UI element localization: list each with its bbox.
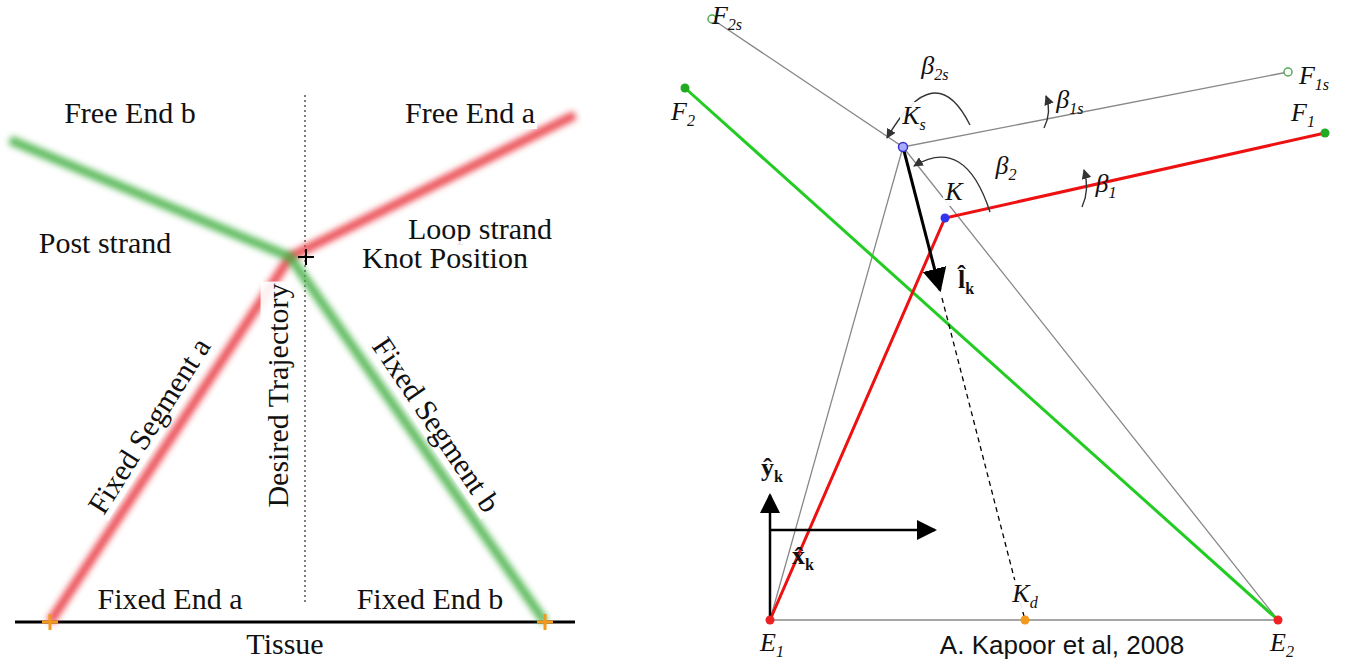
math-symbol: β2 xyxy=(993,152,1018,183)
green-strand xyxy=(685,88,1278,620)
y-axis xyxy=(769,495,772,620)
math-symbol: K xyxy=(943,178,964,207)
math-symbol: β2s xyxy=(921,52,948,83)
dashed-line xyxy=(942,298,1025,620)
math-symbol: E2 xyxy=(1270,629,1294,660)
points xyxy=(681,15,1330,625)
knot-mark xyxy=(298,249,314,265)
math-symbol: β1s xyxy=(1056,86,1083,117)
shifted-lines xyxy=(712,19,1288,620)
text-label: Free End b xyxy=(62,96,198,129)
text-label: Free End a xyxy=(403,96,537,129)
math-symbol: x̂k xyxy=(792,542,814,573)
text-label: Fixed End b xyxy=(355,582,506,615)
text-label: Fixed Segment a xyxy=(80,329,218,520)
text-label: Knot Position xyxy=(360,241,530,274)
math-symbol: F1s xyxy=(1299,62,1329,93)
math-symbol: E1 xyxy=(760,629,784,660)
math-symbol: Ks xyxy=(900,102,928,133)
math-symbol: Kd xyxy=(1010,580,1039,611)
math-symbol: β1 xyxy=(1095,170,1116,201)
trajectory-line xyxy=(304,95,306,605)
math-symbol: l̂k xyxy=(956,266,976,297)
math-symbol: F2 xyxy=(671,98,695,129)
math-symbol: ŷk xyxy=(761,454,783,485)
red-strand xyxy=(770,133,1325,620)
text-label: Fixed End a xyxy=(96,582,245,615)
text-label: Tissue xyxy=(244,627,325,660)
math-symbol: F1 xyxy=(1291,99,1315,130)
tissue-line xyxy=(15,621,575,624)
text-label: A. Kapoor et al, 2008 xyxy=(940,631,1184,660)
text-label: Post strand xyxy=(37,226,174,259)
math-symbol: F2s xyxy=(712,2,742,33)
direction-arrow xyxy=(903,147,940,290)
text-label: Fixed Segment b xyxy=(365,329,508,519)
text-label: Desired Trajectory xyxy=(261,281,294,509)
x-axis xyxy=(770,529,935,532)
